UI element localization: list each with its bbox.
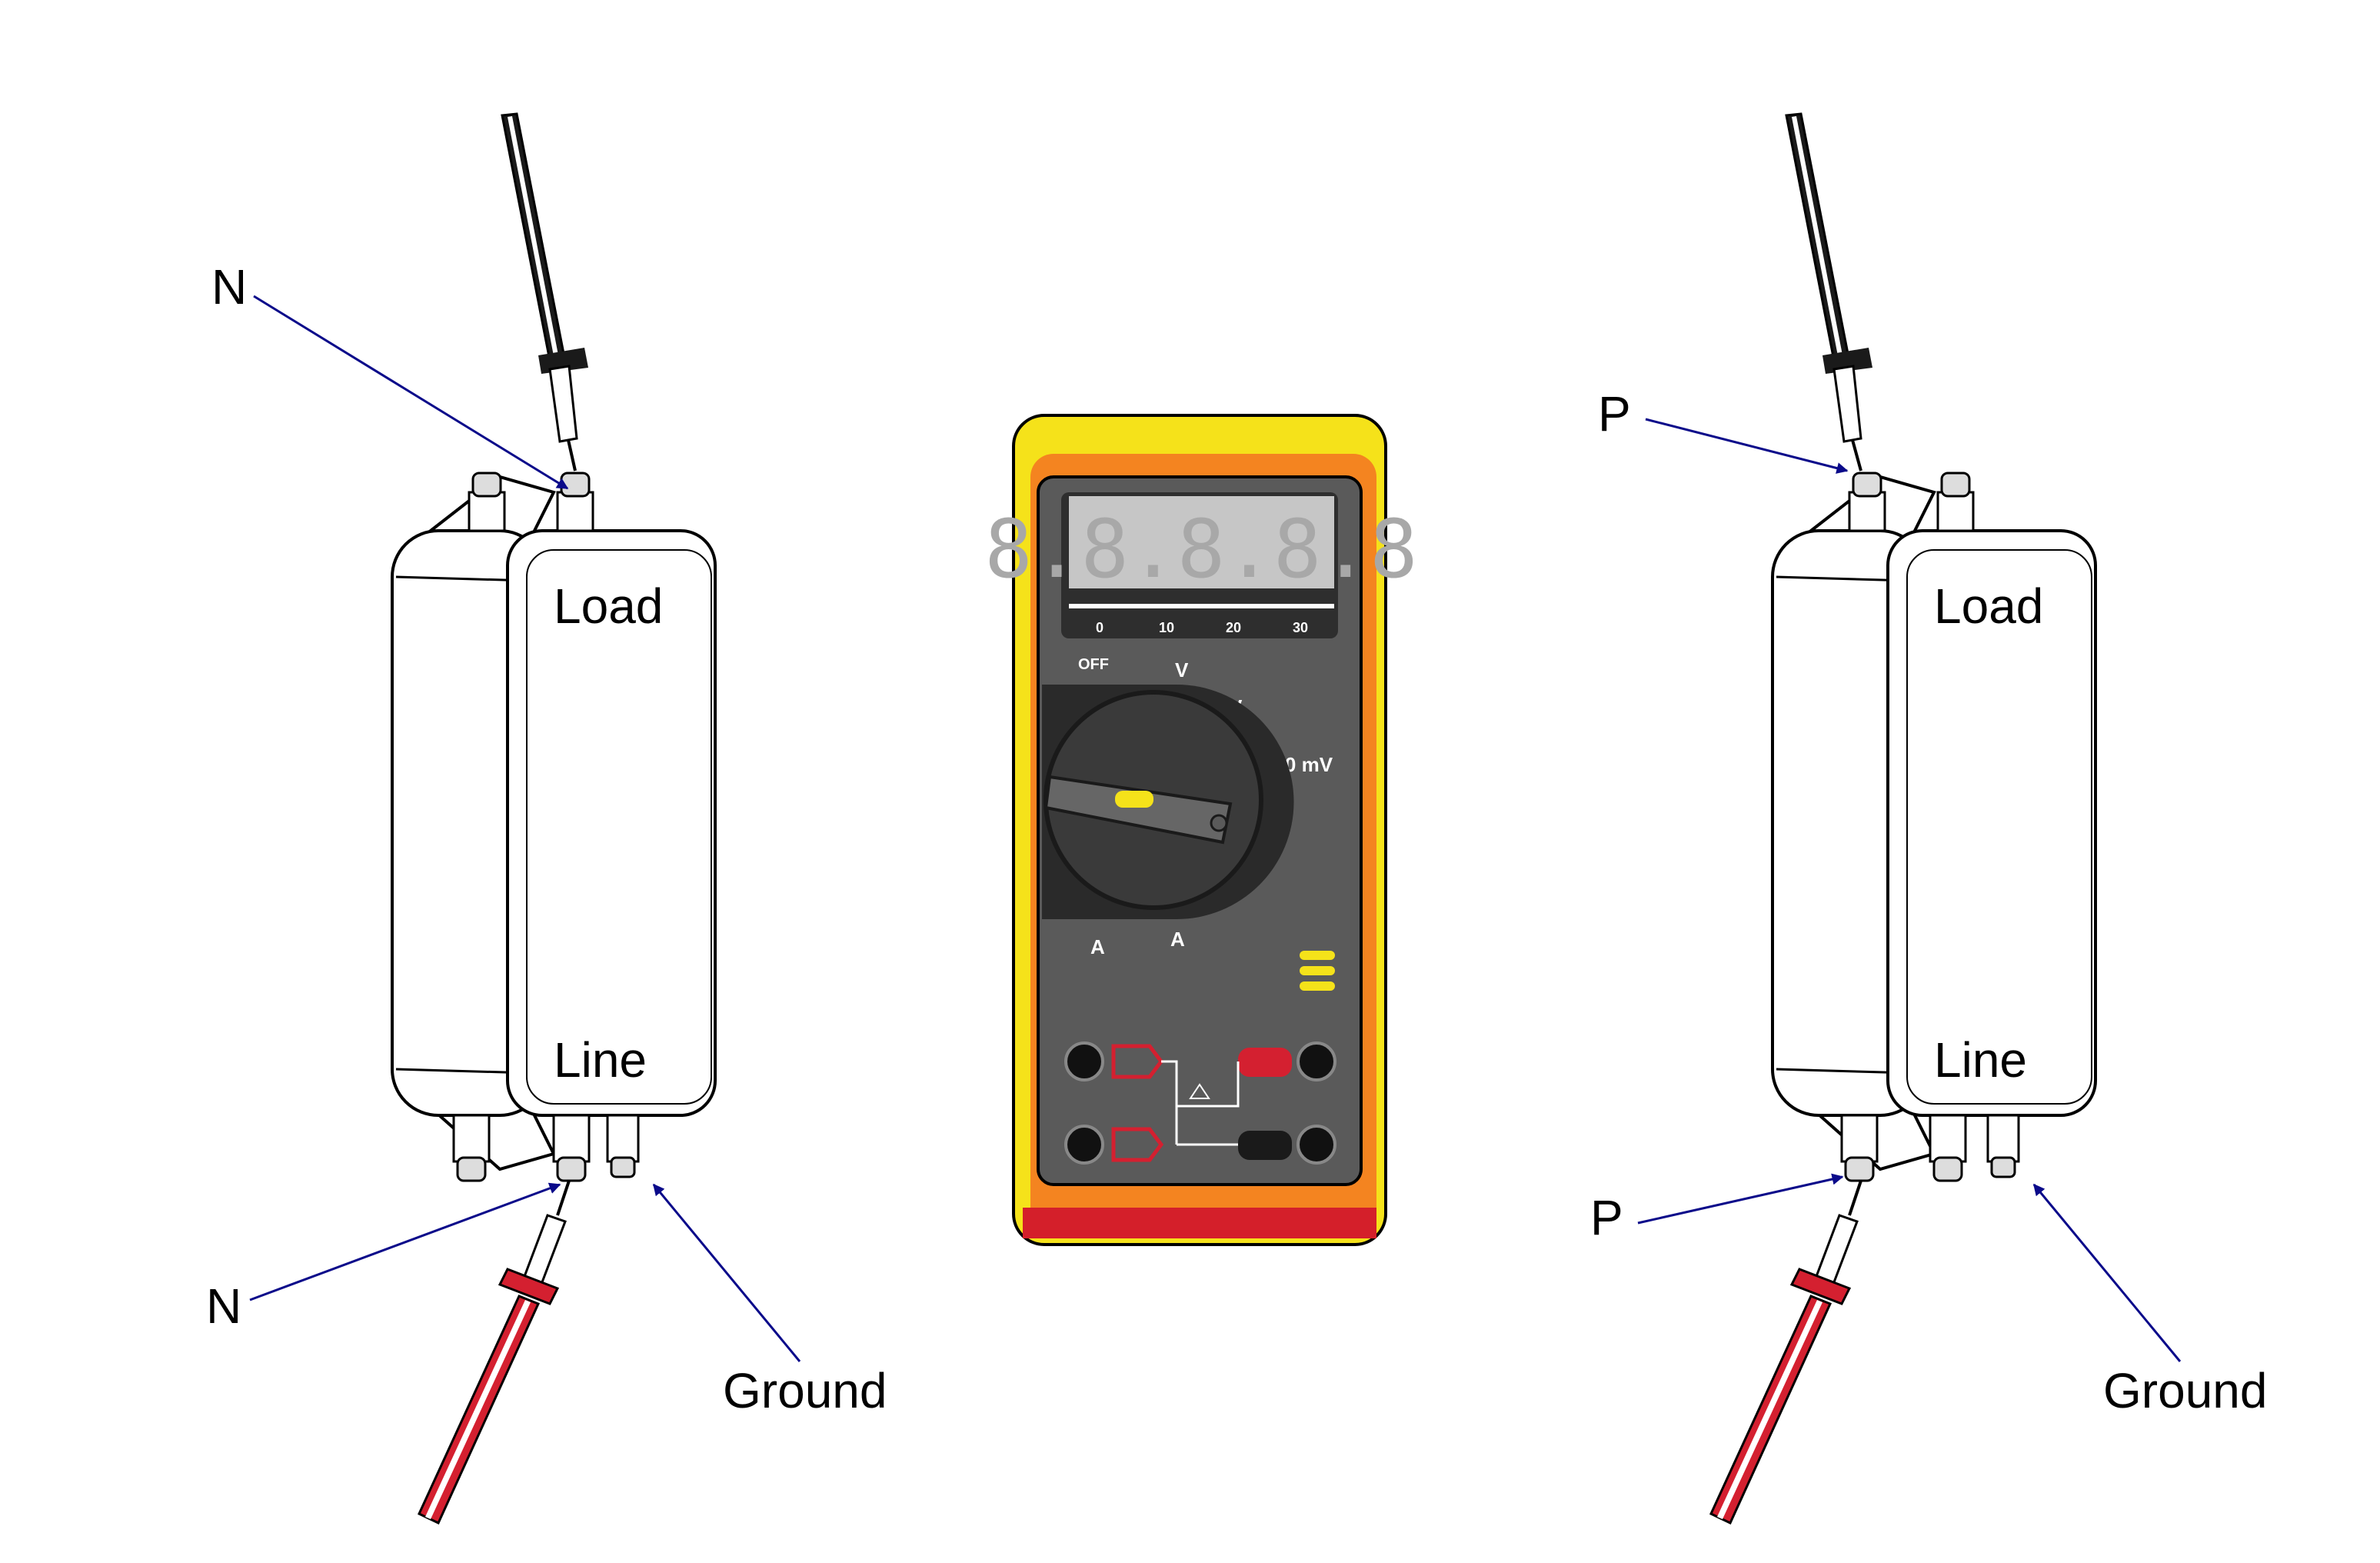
scale-0: 0 [1096, 620, 1103, 635]
jack-top-left[interactable] [1064, 1041, 1104, 1081]
dial-indicator [1115, 791, 1153, 808]
p-top-label: P [1598, 386, 1631, 442]
right-filter: Load Line [1590, 112, 2267, 1525]
jack-top-right[interactable] [1297, 1041, 1336, 1081]
scale-20: 20 [1226, 620, 1241, 635]
input-jacks [1064, 1041, 1336, 1165]
ground-arrow [2032, 1183, 2182, 1362]
line-label: Line [554, 1032, 647, 1088]
top-terminal-p [1848, 472, 1886, 532]
top-terminal-right [1936, 472, 1975, 532]
red-probe [418, 1180, 571, 1525]
jack-bottom-right[interactable] [1297, 1125, 1336, 1165]
ground-arrow [652, 1183, 801, 1362]
top-terminal-left [468, 472, 506, 532]
multimeter: 8.8.8.8.8 0 10 20 30 OFF V V 300 mV Ω A … [984, 414, 1418, 1246]
dial-v-ac: V [1175, 658, 1189, 682]
red-probe [1709, 1180, 1862, 1525]
load-label: Load [554, 578, 663, 634]
scale-30: 30 [1293, 620, 1308, 635]
black-probe [501, 112, 588, 472]
dial-off: OFF [1078, 656, 1109, 673]
scale-10: 10 [1159, 620, 1174, 635]
p-bottom-label: P [1590, 1190, 1623, 1245]
ground-label: Ground [2103, 1363, 2267, 1418]
jack-bottom-left[interactable] [1064, 1125, 1104, 1165]
bottom-terminals [1840, 1114, 2020, 1182]
ground-label: Ground [723, 1363, 887, 1418]
dial-pointer [1044, 775, 1233, 845]
line-label: Line [1934, 1032, 2027, 1088]
n-top-label: N [211, 259, 247, 315]
top-terminal-n [556, 472, 594, 532]
bottom-terminals [452, 1114, 640, 1182]
n-bottom-label: N [206, 1278, 241, 1334]
black-lead-plug [1238, 1131, 1292, 1160]
lcd-screen [1069, 496, 1334, 588]
load-label: Load [1934, 578, 2043, 634]
left-filter: Load Line [206, 112, 887, 1525]
dial-a-ac: A [1170, 928, 1185, 951]
lcd-digits: 8.8.8.8.8 [984, 502, 1418, 596]
p-top-arrow [1645, 418, 1849, 474]
n-bottom-arrow [249, 1182, 561, 1301]
dial-a-dc: A [1090, 935, 1105, 958]
black-probe [1785, 112, 1872, 472]
p-bottom-arrow [1637, 1173, 1844, 1225]
red-lead-plug [1238, 1048, 1292, 1077]
n-top-arrow [253, 295, 569, 490]
